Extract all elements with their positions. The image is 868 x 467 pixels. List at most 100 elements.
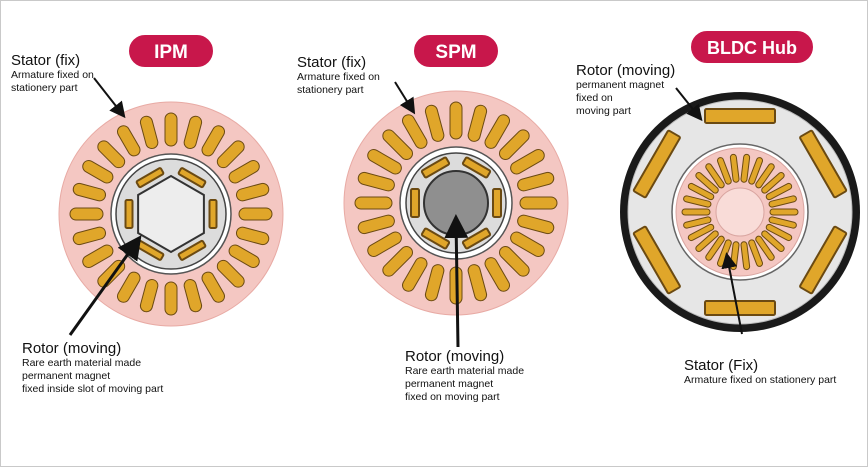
ipm-stator-winding <box>228 160 260 184</box>
bldc-hub-rotor-line-3: moving part <box>576 105 631 117</box>
spm-stator-winding <box>484 114 510 149</box>
spm-stator-winding <box>354 196 393 210</box>
ipm-stator-arrow <box>93 77 126 119</box>
ipm-rotor-line-3: fixed inside slot of moving part <box>22 383 164 395</box>
ipm-interior-magnet <box>177 167 207 189</box>
bldc-hub-magnet <box>799 225 848 295</box>
spm-stator-label: Stator (fix) Armature fixed on stationer… <box>297 54 380 97</box>
bldc-hub-rotor-line-2: fixed on <box>576 92 613 104</box>
spm-stator-winding <box>484 257 510 292</box>
ipm-interior-magnet <box>208 199 218 229</box>
ipm-stator-winding <box>201 271 225 303</box>
ipm-stator-winding <box>183 115 203 150</box>
ipm-interior-magnets <box>124 167 218 261</box>
spm-surface-magnet <box>461 156 492 179</box>
bldc-hub-stator-winding <box>695 172 719 194</box>
ipm-rotor-core <box>137 174 205 254</box>
ipm-stator-winding <box>82 160 114 184</box>
ipm-stator-winding <box>238 207 273 221</box>
bldc-hub-stator-winding <box>761 230 785 252</box>
ipm-stator-winding <box>201 125 225 157</box>
ipm-rotor-arrow <box>68 235 142 336</box>
spm-stator-winding <box>510 231 545 257</box>
bldc-hub-stator-windings <box>681 153 799 271</box>
ipm-stator-winding <box>228 244 260 268</box>
bldc-hub-stator-winding <box>765 182 793 201</box>
bldc-hub-magnet <box>632 129 681 199</box>
ipm-stator-heading: Stator (fix) <box>11 52 81 69</box>
bldc-hub-stator-label: Stator (Fix) Armature fixed on stationer… <box>684 357 836 387</box>
spm-stator-winding <box>424 264 445 302</box>
spm-stator-winding <box>382 245 414 277</box>
spm-stator-winding <box>449 101 463 140</box>
spm-stator-winding <box>517 214 555 235</box>
ipm-stator-winding <box>183 278 203 313</box>
spm-stator-winding <box>467 104 488 142</box>
ipm-interior-magnet <box>135 167 165 189</box>
ipm-rotor-label: Rotor (moving) Rare earth material made … <box>22 340 163 396</box>
bldc-hub-stator-hub <box>715 187 765 237</box>
spm-rotor-arrow <box>444 214 469 348</box>
spm-stator-line-2: stationery part <box>297 84 364 96</box>
bldc-hub-stator-winding <box>705 163 725 189</box>
bldc-hub-stator-winding <box>740 241 751 271</box>
ipm-panel: IPM <box>58 33 284 336</box>
ipm-stator-winding <box>164 112 178 147</box>
bldc-hub-magnet <box>799 129 848 199</box>
spm-stator-winding <box>517 171 555 192</box>
ipm-stator-winding <box>216 259 245 288</box>
bldc-hub-stator-winding <box>687 182 715 201</box>
spm-stator-winding <box>367 149 402 175</box>
bldc-hub-magnets <box>632 108 848 316</box>
spm-surface-magnet <box>492 188 502 218</box>
ipm-stator-line-1: Armature fixed on <box>11 69 94 81</box>
spm-rotor-line-3: fixed on moving part <box>405 391 500 403</box>
bldc-hub-stator-winding <box>687 223 715 242</box>
ipm-stator-winding <box>235 182 270 202</box>
spm-stator-winding <box>498 245 530 277</box>
ipm-stator-line-2: stationery part <box>11 82 78 94</box>
ipm-stator-winding <box>82 244 114 268</box>
ipm-interior-magnet <box>124 199 134 229</box>
bldc-hub-magnet <box>704 300 776 316</box>
ipm-stator-winding <box>72 182 107 202</box>
ipm-stator-winding <box>69 207 104 221</box>
ipm-stator-winding <box>235 226 270 246</box>
bldc-hub-title-pill: BLDC Hub <box>689 29 815 65</box>
spm-stator-winding <box>367 231 402 257</box>
spm-stator-winding <box>357 214 395 235</box>
spm-rotor-label: Rotor (moving) Rare earth material made … <box>405 348 524 404</box>
bldc-hub-stator-winding <box>681 208 711 216</box>
ipm-stator-winding <box>164 281 178 316</box>
spm-stator-winding <box>467 264 488 302</box>
ipm-stator-winding <box>72 226 107 246</box>
bldc-hub-stator-winding <box>729 153 740 183</box>
bldc-hub-stator-winding <box>761 172 785 194</box>
bldc-hub-magnet <box>704 108 776 124</box>
ipm-stator-winding <box>117 271 141 303</box>
spm-stator-heading: Stator (fix) <box>297 54 367 71</box>
bldc-hub-stator-winding <box>748 239 764 267</box>
spm-rotor-line-2: permanent magnet <box>405 378 494 390</box>
ipm-stator-winding <box>117 125 141 157</box>
ipm-rotor-line-1: Rare earth material made <box>22 357 142 369</box>
ipm-title-pill: IPM <box>127 33 215 69</box>
bldc-hub-stator-winding <box>768 195 797 208</box>
bldc-hub-stator-winding <box>683 216 712 229</box>
bldc-hub-stator-winding <box>748 157 764 185</box>
bldc-hub-rotor-heading: Rotor (moving) <box>576 62 676 79</box>
spm-surface-magnet <box>420 156 451 179</box>
bldc-hub-rotor-arrow <box>675 87 703 122</box>
spm-surface-magnet <box>410 188 420 218</box>
bldc-hub-stator-heading: Stator (Fix) <box>684 357 759 374</box>
spm-surface-magnets <box>410 156 502 250</box>
bldc-hub-stator-winding <box>695 230 719 252</box>
ipm-stator-label: Stator (fix) Armature fixed on stationer… <box>11 52 94 95</box>
ipm-stator-winding <box>97 140 126 169</box>
ipm-stator-windings <box>69 112 273 316</box>
bldc-hub-title: BLDC Hub <box>707 38 797 58</box>
bldc-hub-stator-winding <box>765 223 793 242</box>
spm-stator-winding <box>357 171 395 192</box>
bldc-hub-stator-winding <box>768 216 797 229</box>
spm-surface-magnet <box>461 227 492 250</box>
